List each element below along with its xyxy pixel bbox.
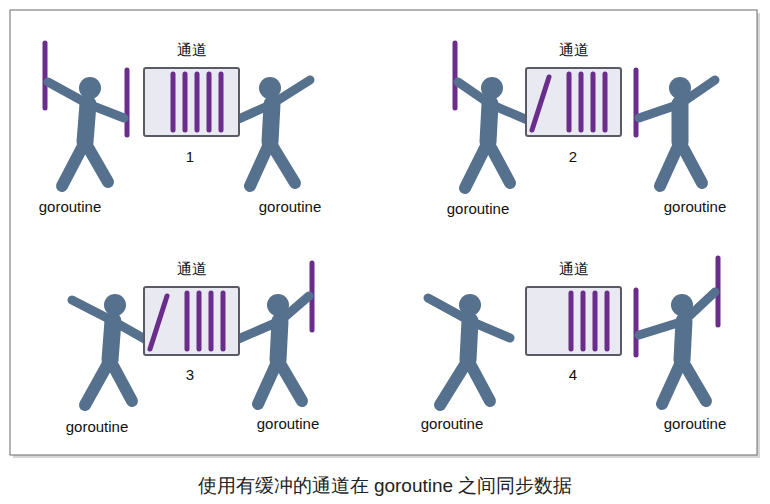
goroutine-figure (428, 294, 510, 405)
data-bar (579, 74, 584, 130)
channel-contents (145, 69, 238, 135)
figure-limb (278, 321, 280, 360)
channel-box: 通道 (143, 67, 240, 137)
figure-head (459, 294, 481, 316)
goroutine-figure (72, 294, 150, 405)
goroutine-label: goroutine (66, 418, 129, 436)
data-bar (43, 43, 48, 108)
channel-heading: 通道 (177, 41, 207, 59)
channel-box: 通道 (525, 286, 622, 356)
channel-box: 通道 (143, 286, 240, 356)
figure-limb (85, 104, 88, 142)
data-bar (591, 74, 596, 130)
figure-limb (468, 321, 470, 360)
figure-head (671, 294, 693, 316)
figure-head (79, 77, 101, 99)
data-bar (150, 296, 167, 349)
callout-number: 2 (569, 148, 577, 166)
goroutine-figure (232, 77, 310, 186)
goroutine-label: goroutine (664, 415, 727, 433)
figure-head (267, 294, 289, 316)
caption: 使用有缓冲的通道在 goroutine 之间同步数据 (198, 475, 573, 498)
figure-head (481, 77, 503, 99)
goroutine-figure (48, 77, 124, 186)
data-bar (593, 293, 598, 349)
goroutine-label: goroutine (664, 198, 727, 216)
data-bar (532, 77, 549, 130)
data-bar (567, 74, 572, 130)
data-bar (197, 293, 202, 349)
data-bar (207, 74, 212, 130)
channel-contents (527, 69, 620, 135)
goroutine-label: goroutine (39, 198, 102, 216)
held-bars (45, 43, 718, 355)
data-bar (171, 74, 176, 130)
data-bar (634, 70, 639, 135)
channel-contents (527, 288, 620, 354)
goroutine-label: goroutine (259, 198, 322, 216)
data-bar (219, 74, 224, 130)
channel-heading: 通道 (177, 260, 207, 278)
data-bar (453, 43, 458, 108)
figure-limb (488, 104, 490, 142)
data-bar (221, 293, 226, 349)
data-bar (634, 290, 639, 355)
figure-limb (682, 321, 684, 360)
data-bar (185, 293, 190, 349)
goroutine-label: goroutine (421, 415, 484, 433)
data-bar (125, 70, 130, 135)
figure-head (669, 77, 691, 99)
data-bar (569, 293, 574, 349)
channel-box: 通道 (525, 67, 622, 137)
data-bar (195, 74, 200, 130)
goroutine-figure (639, 292, 715, 404)
figure-head (259, 77, 281, 99)
panel-frame (10, 10, 757, 455)
data-bar (183, 74, 188, 130)
goroutine-figure (236, 294, 309, 404)
figure-limb (672, 104, 689, 142)
goroutine-figure (639, 77, 715, 186)
callout-number: 3 (186, 366, 194, 384)
figure-limb (270, 104, 272, 142)
goroutine-label: goroutine (257, 415, 320, 433)
figure-limb (110, 321, 113, 360)
goroutine-label: goroutine (447, 200, 510, 218)
data-bar (581, 293, 586, 349)
data-bar (603, 74, 608, 130)
data-bar (605, 293, 610, 349)
channel-contents (145, 288, 238, 354)
goroutine-figure (458, 77, 532, 188)
channel-heading: 通道 (559, 260, 589, 278)
channel-heading: 通道 (559, 41, 589, 59)
figure-head (104, 294, 126, 316)
callout-number: 4 (569, 366, 577, 384)
callout-number: 1 (186, 148, 194, 166)
data-bar (209, 293, 214, 349)
